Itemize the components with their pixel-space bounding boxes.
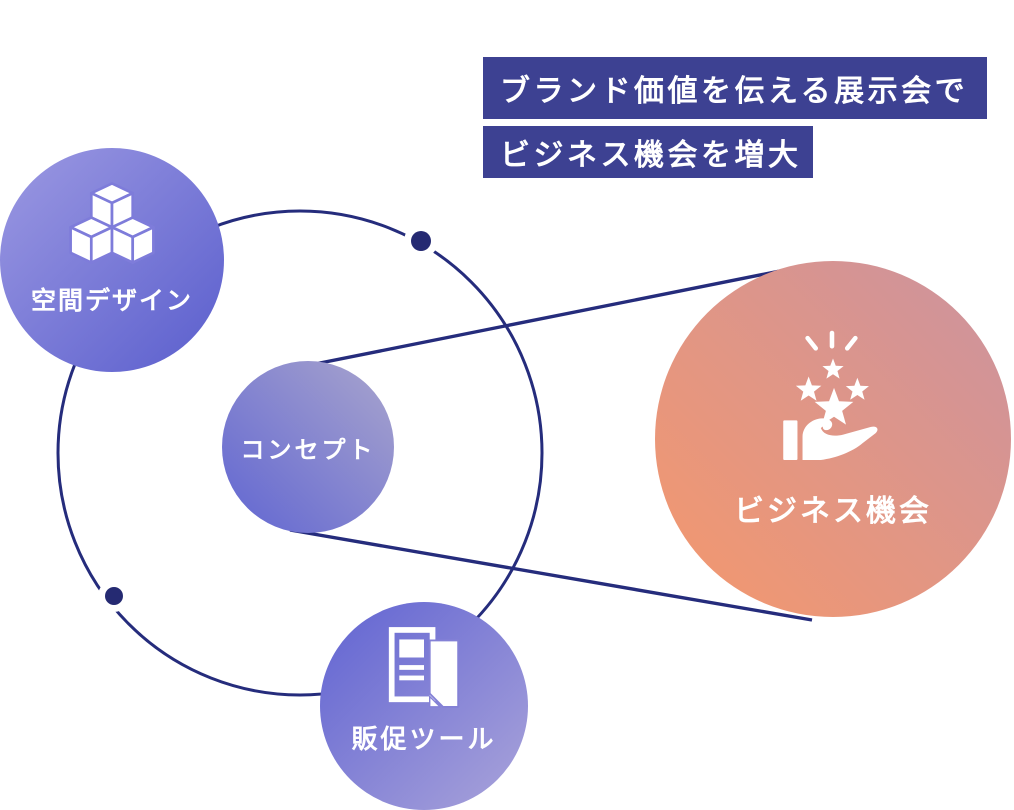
stars xyxy=(795,358,869,425)
node-business-opportunity-label: ビジネス機会 xyxy=(734,495,932,528)
connector-line-bottom xyxy=(289,528,813,622)
node-promo-tools: 販促ツール xyxy=(320,602,528,810)
connector-line-top xyxy=(294,264,806,370)
node-concept: コンセプト xyxy=(222,361,394,533)
orbit-circle xyxy=(56,209,544,697)
node-promo-tools-content: 販促ツール xyxy=(351,625,496,756)
open-hand xyxy=(783,418,878,460)
flyer-icon xyxy=(388,626,460,708)
sparkle-rays xyxy=(805,330,858,351)
node-business-opportunity: ビジネス機会 xyxy=(655,261,1011,617)
orbit-dot-left xyxy=(105,587,123,605)
node-space-design-content: 空間デザイン xyxy=(31,181,193,317)
node-concept-label: コンセプト xyxy=(240,436,376,464)
headline-line2: ビジネス機会を増大 xyxy=(483,126,813,178)
hand-stars-icon xyxy=(783,330,878,460)
node-business-opportunity-content: ビジネス機会 xyxy=(734,330,932,530)
node-space-design: 空間デザイン xyxy=(0,148,224,372)
cubes-icon xyxy=(69,182,155,264)
orbit-dot-top xyxy=(411,231,431,251)
headline-line1: ブランド価値を伝える展示会で xyxy=(483,57,987,119)
node-space-design-label: 空間デザイン xyxy=(30,287,193,315)
node-promo-tools-label: 販促ツール xyxy=(351,723,497,754)
